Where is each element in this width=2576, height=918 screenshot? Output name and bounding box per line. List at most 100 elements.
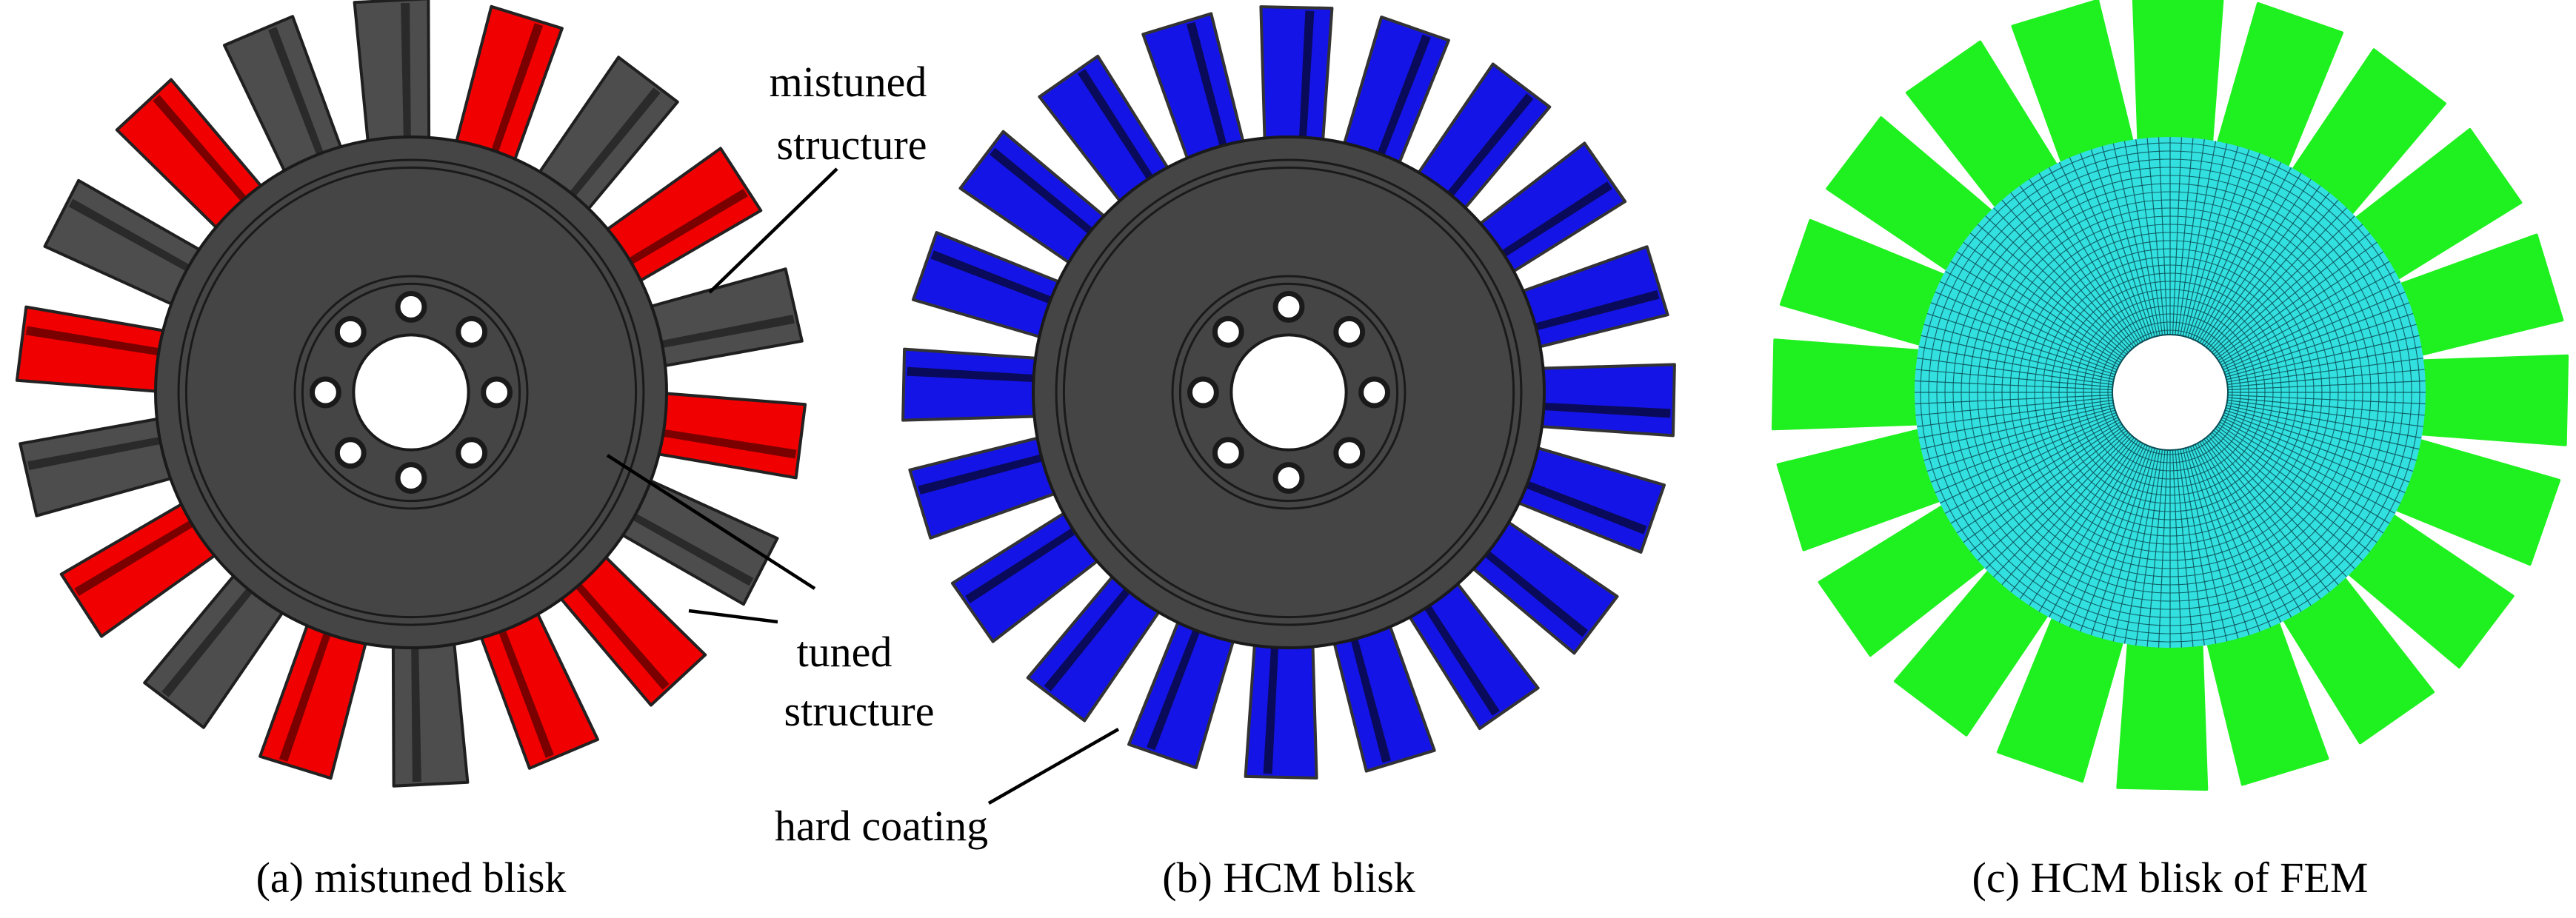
fem-mesh-radial xyxy=(2199,172,2302,344)
fem-mesh-radial xyxy=(2209,433,2347,577)
fem-mesh-radial xyxy=(2101,146,2155,337)
fem-mesh-radial xyxy=(2001,435,2133,586)
fem-mesh-radial xyxy=(2201,178,2312,345)
fem-mesh-radial xyxy=(1917,358,2113,386)
fem-mesh-radial xyxy=(2187,149,2250,338)
mistuned-blisk-blade-edge xyxy=(161,588,253,697)
leader-tuned-2 xyxy=(688,609,778,624)
fem-mesh-radial xyxy=(2226,346,2422,383)
fem-mesh-radial xyxy=(2090,149,2153,338)
mistuned-blisk-hub-ring-outer xyxy=(293,275,529,510)
fem-mesh-radial xyxy=(2211,432,2355,569)
fem-mesh-radial xyxy=(2177,139,2205,335)
fem-mesh-ring xyxy=(2107,329,2233,455)
fem-mesh-ring xyxy=(2083,305,2258,480)
fem-mesh-radial xyxy=(2211,215,2355,353)
mistuned-blisk-bore xyxy=(352,333,470,452)
fem-mesh-radial xyxy=(2029,440,2139,606)
fem-mesh-ring xyxy=(2058,281,2282,504)
hcm-blisk-blade-edge xyxy=(1535,290,1660,331)
fem-mesh-radial xyxy=(2182,143,2228,337)
fem-mesh-radial xyxy=(2187,446,2250,636)
fem-mesh-radial xyxy=(2201,440,2312,606)
fem-mesh-ring xyxy=(2001,224,2339,561)
fem-mesh-radial xyxy=(2219,421,2390,524)
fem-mesh-radial xyxy=(1915,394,2113,405)
fem-mesh-radial xyxy=(1915,380,2113,391)
fem-mesh-radial xyxy=(2135,449,2163,646)
mistuned-blisk-bolt-hole xyxy=(456,437,488,469)
mistuned-blisk-bolt-hole xyxy=(456,315,488,348)
fem-mesh-ring xyxy=(1985,207,2355,577)
hcm-blisk-blade-edge xyxy=(1299,10,1315,138)
fem-mesh-radial xyxy=(2199,441,2302,612)
fem-mesh-ring xyxy=(1977,199,2363,586)
fem-mesh-radial xyxy=(2226,404,2420,450)
fem-mesh-radial xyxy=(2218,423,2384,534)
mistuned-blisk-blade-edge xyxy=(27,437,161,470)
fem-mesh-radial xyxy=(2227,397,2425,416)
fem-mesh-radial xyxy=(1985,215,2129,353)
fem-mesh-radial xyxy=(2172,137,2183,335)
fem-mesh-radial xyxy=(2069,445,2148,628)
hcm-blisk-hub-ring-inner xyxy=(1178,282,1399,503)
fem-mesh-radial xyxy=(1921,404,2115,450)
label-tuned-line1: tuned xyxy=(797,628,892,676)
mistuned-blisk-blade-edge xyxy=(74,520,194,596)
fem-mesh-radial xyxy=(2080,153,2151,339)
fem-mesh-radial xyxy=(1935,291,2118,370)
fem-mesh-radial xyxy=(2177,449,2205,646)
fem-mesh-radial xyxy=(2010,192,2135,348)
fem-mesh-radial xyxy=(2182,448,2228,642)
label-mistuned-line2: structure xyxy=(777,121,927,169)
fem-mesh-radial xyxy=(1985,432,2129,569)
mistuned-blisk-blade-edge xyxy=(569,87,661,197)
fem-mesh-radial xyxy=(1939,281,2118,368)
fem-mesh-radial xyxy=(1944,270,2120,366)
fem-mesh-radial xyxy=(2224,312,2414,375)
caption-a: (a) mistuned blisk xyxy=(256,854,567,902)
fem-mesh-ring xyxy=(2075,297,2266,488)
fem-mesh-radial xyxy=(1923,324,2115,378)
fem-mesh-radial xyxy=(2220,270,2396,366)
fem-mesh-radial xyxy=(2172,449,2183,648)
annotation-hard-coating: hard coating xyxy=(775,728,1120,850)
fem-mesh-radial xyxy=(1930,302,2117,373)
hcm-blisk-blade-edge xyxy=(1263,647,1278,774)
fem-mesh-radial xyxy=(2203,438,2321,600)
fem-mesh-radial xyxy=(1915,369,2113,388)
fem-mesh-radial xyxy=(1956,251,2123,361)
fem-mesh-radial xyxy=(2226,324,2417,378)
mistuned-blisk-blade-edge xyxy=(25,326,160,356)
fem-mesh-radial xyxy=(1956,423,2123,534)
hcm-blisk-rim-ring xyxy=(1055,158,1523,626)
fem-mesh-radial xyxy=(1921,335,2115,381)
fem-mesh-radial xyxy=(1918,346,2114,383)
fem-mesh-radial xyxy=(2195,161,2282,341)
fem-mesh-radial xyxy=(2206,437,2330,593)
fem-mesh-ring xyxy=(1936,158,2404,626)
fem-mesh-ring xyxy=(2091,313,2249,472)
fem-mesh-radial xyxy=(2185,146,2239,337)
fem-mesh-radial xyxy=(2226,407,2417,461)
fem-mesh-ring xyxy=(1952,175,2388,610)
fem-mesh-radial xyxy=(1977,224,2127,355)
mistuned-blisk-blade-edge xyxy=(632,513,754,586)
mistuned-blisk-bolt-hole xyxy=(481,376,513,409)
fem-mesh-radial xyxy=(1923,407,2115,461)
fem-mesh-ring xyxy=(2042,264,2298,520)
fem-mesh-radial xyxy=(1977,429,2127,561)
fem-mesh-radial xyxy=(2123,449,2160,644)
fem-mesh-radial xyxy=(2213,429,2363,561)
fem-mesh-radial xyxy=(2207,199,2339,349)
fem-mesh-radial xyxy=(2080,446,2151,632)
fem-mesh-ring xyxy=(2018,240,2323,545)
hcm-blisk-blade-edge xyxy=(990,147,1093,235)
fem-mesh-radial xyxy=(2001,199,2133,349)
fem-mesh-radial xyxy=(1918,402,2114,439)
fem-mesh-radial xyxy=(2058,444,2146,623)
fem-mesh-radial xyxy=(2048,443,2143,618)
mistuned-blisk-blade-edge xyxy=(661,315,795,348)
fem-mesh-radial xyxy=(1993,433,2131,577)
fem-mesh-radial xyxy=(2222,417,2401,504)
